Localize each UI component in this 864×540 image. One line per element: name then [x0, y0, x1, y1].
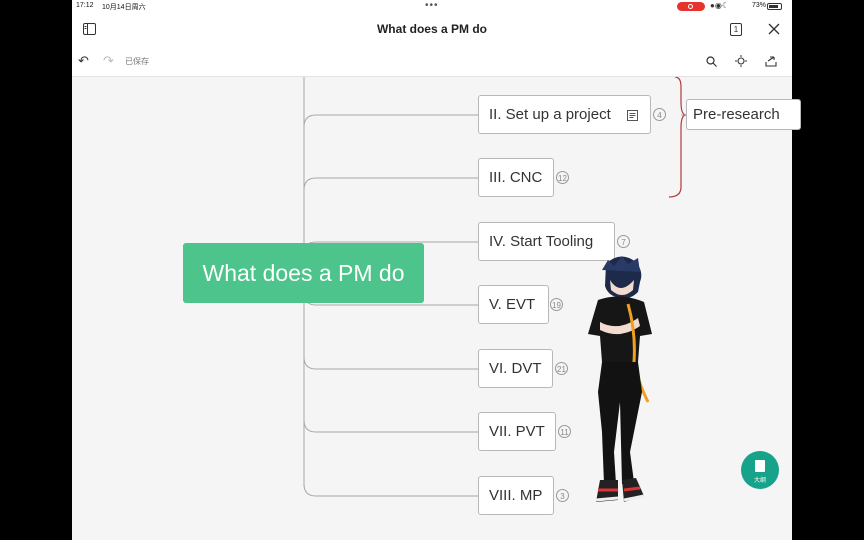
node-label: V. EVT: [489, 296, 536, 313]
node-pvt[interactable]: VII. PVT: [478, 412, 556, 451]
page-count-button[interactable]: 1: [730, 23, 742, 36]
toolbar: ↶ ↷ 已保存: [72, 47, 792, 77]
node-dvt[interactable]: VI. DVT: [478, 349, 553, 388]
count-badge[interactable]: 4: [653, 108, 666, 121]
count-badge[interactable]: 21: [555, 362, 568, 375]
status-bar: 17:12 10月14日周六 ••• ●◉☾ 73%: [72, 0, 792, 13]
node-evt[interactable]: V. EVT: [478, 285, 549, 324]
node-label: IV. Start Tooling: [489, 233, 594, 250]
undo-icon[interactable]: ↶: [78, 53, 89, 68]
page-title: What does a PM do: [376, 22, 487, 36]
redo-icon[interactable]: ↷: [103, 53, 114, 68]
outline-button[interactable]: 大纲: [741, 451, 779, 489]
outline-label: 大纲: [753, 478, 766, 484]
node-set-up-project[interactable]: II. Set up a project: [478, 95, 651, 134]
connector-lines: [303, 77, 687, 497]
note-icon[interactable]: [627, 110, 638, 121]
root-node[interactable]: What does a PM do: [183, 243, 424, 303]
node-label: VI. DVT: [489, 360, 542, 377]
summary-brace: [668, 77, 687, 198]
node-mp[interactable]: VIII. MP: [478, 476, 554, 515]
count-badge[interactable]: 19: [550, 298, 563, 311]
count-badge[interactable]: 12: [556, 171, 569, 184]
count-badge[interactable]: 3: [556, 489, 569, 502]
node-label: III. CNC: [489, 169, 543, 186]
node-start-tooling[interactable]: IV. Start Tooling: [478, 222, 615, 261]
node-label: Pre-research: [693, 106, 780, 123]
search-icon[interactable]: [706, 56, 717, 67]
battery-icon: [767, 3, 782, 10]
vtuber-avatar: [588, 256, 652, 502]
node-label: VIII. MP: [489, 487, 543, 504]
node-label: II. Set up a project: [489, 106, 611, 123]
close-icon[interactable]: [768, 23, 780, 35]
share-icon[interactable]: [765, 55, 777, 67]
count-badge[interactable]: 7: [617, 235, 630, 248]
theme-icon[interactable]: [735, 55, 747, 67]
mindmap-canvas[interactable]: What does a PM do II. Set up a project 4…: [72, 77, 801, 540]
status-date: 10月14日周六: [102, 4, 146, 11]
node-label: VII. PVT: [489, 423, 545, 440]
sidebar-toggle-icon[interactable]: [83, 23, 96, 35]
multitask-dots-icon[interactable]: •••: [425, 0, 439, 11]
screen-record-icon: [677, 2, 705, 11]
count-badge[interactable]: 11: [558, 425, 571, 438]
node-cnc[interactable]: III. CNC: [478, 158, 554, 197]
battery-percent: 73%: [752, 2, 767, 9]
node-pre-research[interactable]: Pre-research: [686, 99, 801, 130]
status-time: 17:12: [76, 2, 94, 9]
system-status-icons: ●◉☾: [710, 1, 729, 10]
document-icon: [755, 460, 765, 472]
title-bar: What does a PM do 1: [72, 13, 792, 47]
save-status: 已保存: [125, 57, 149, 66]
